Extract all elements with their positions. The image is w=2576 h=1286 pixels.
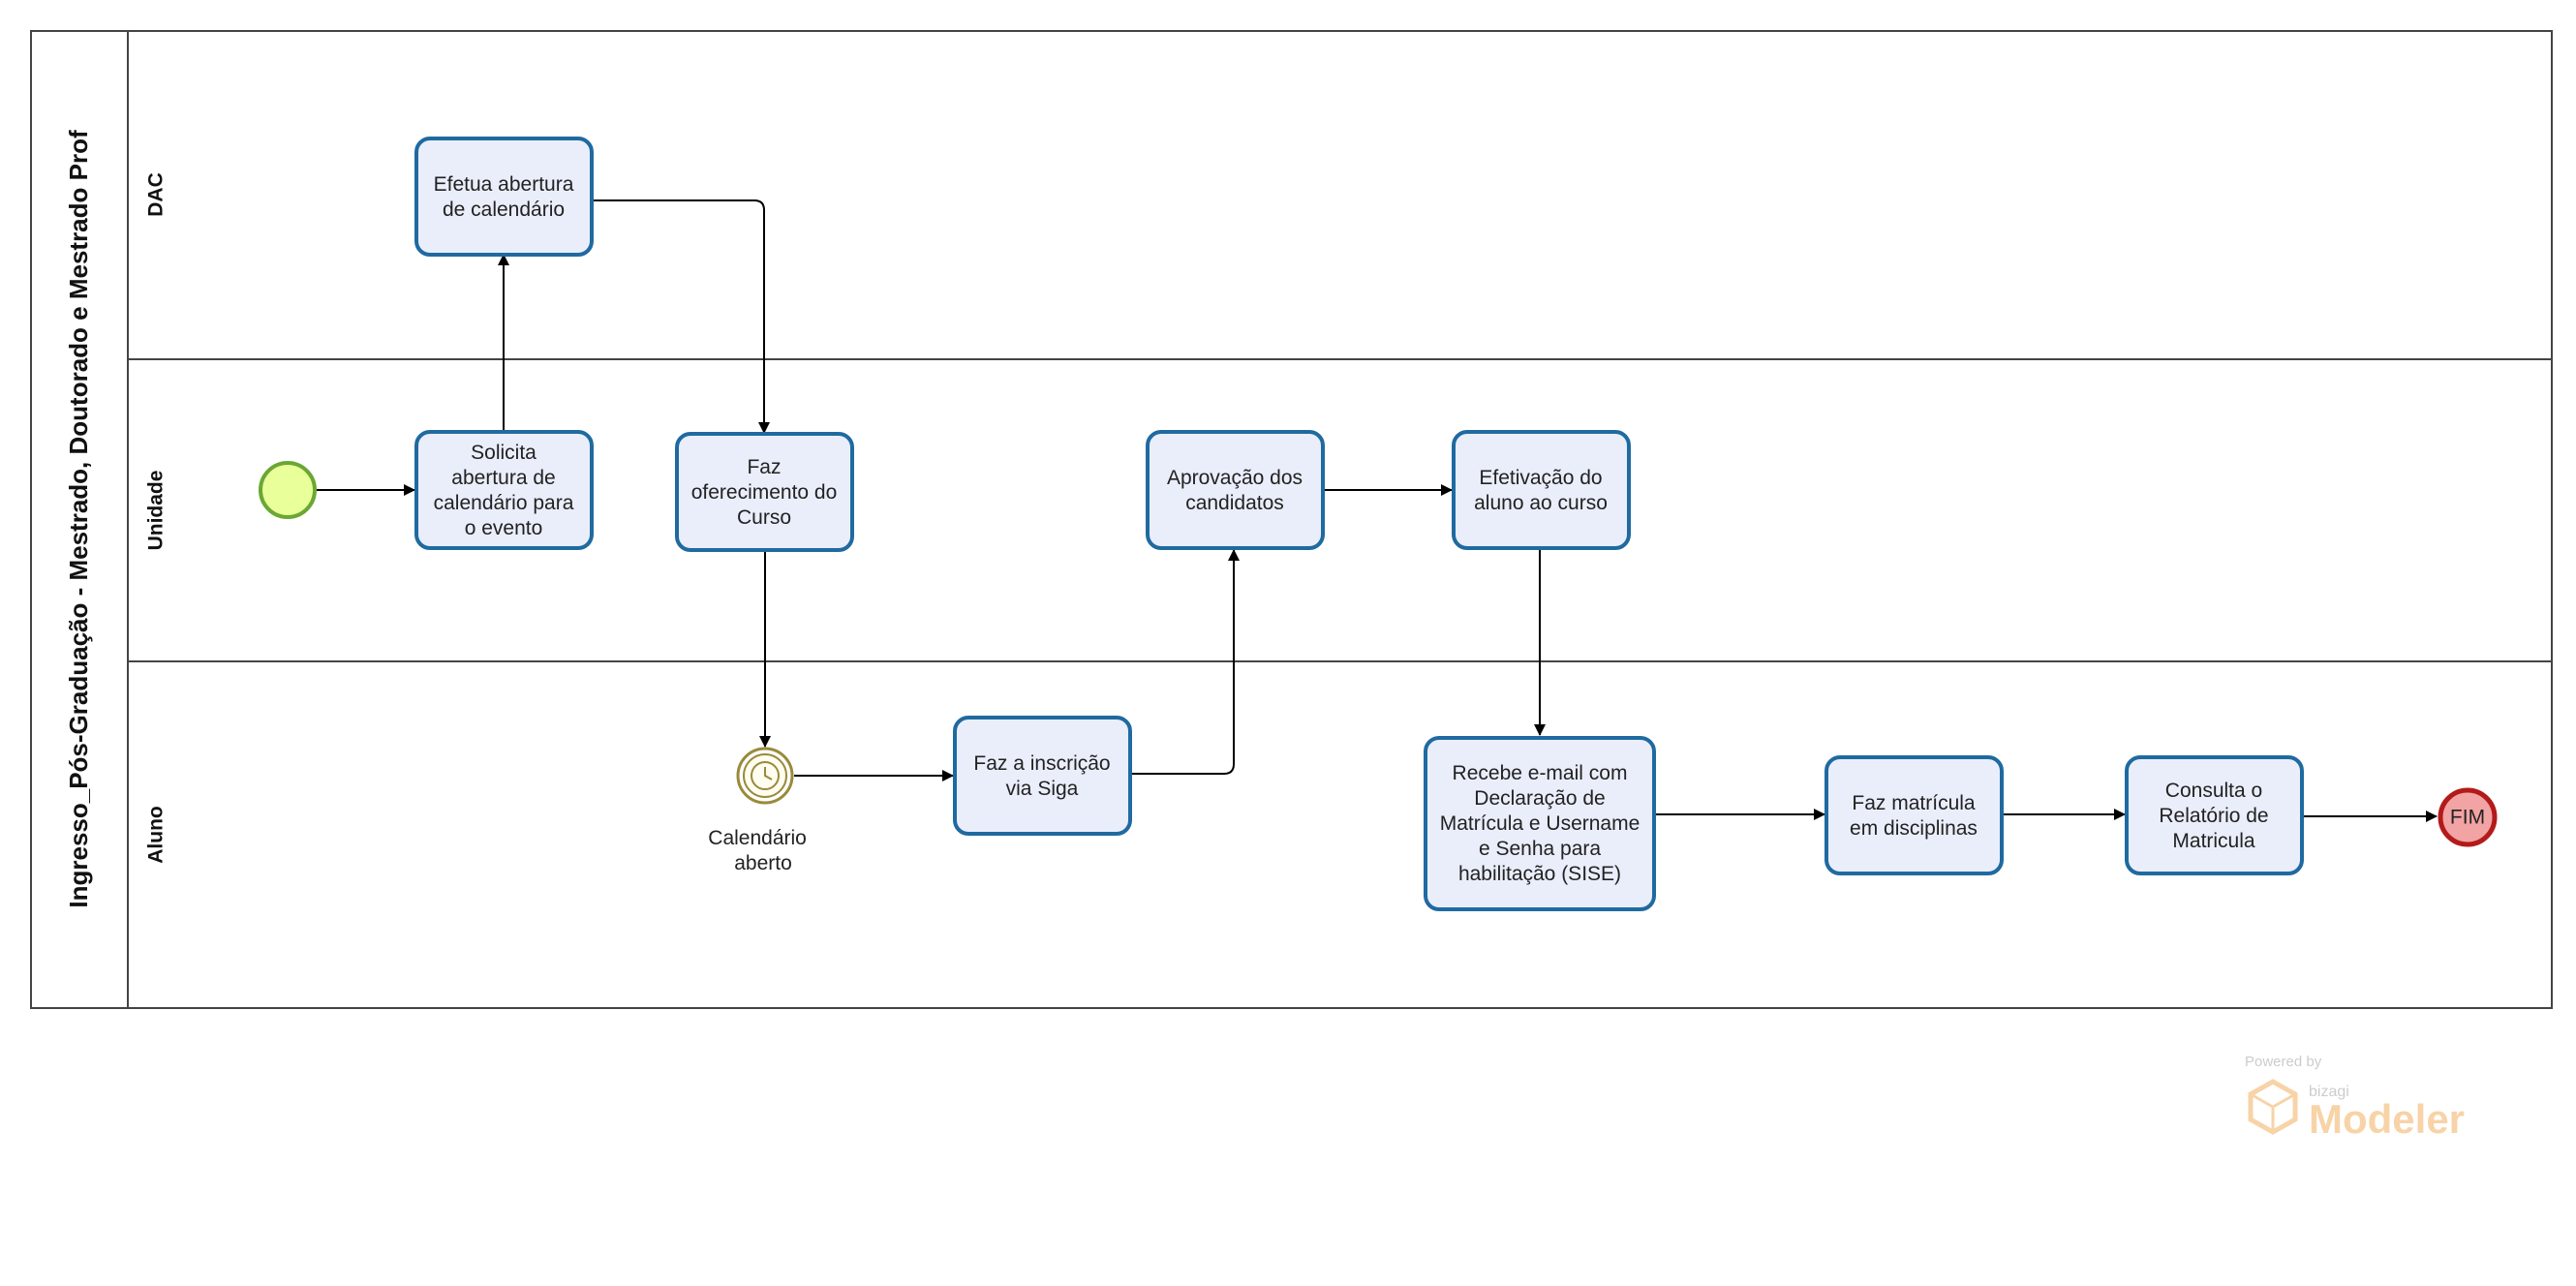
task-label: Aprovação dos candidatos [1167,467,1303,514]
start-event[interactable] [259,461,317,519]
watermark: Powered by bizagi Modeler [2245,1054,2465,1142]
task-box [1452,430,1631,550]
task-label-line: de calendário [443,199,565,221]
start-event-circle [259,461,317,519]
task-box [953,716,1132,836]
timer-label-line-1: Calendário [708,827,807,849]
task-label-line: Efetua abertura [434,173,574,196]
task-box [2125,755,2304,875]
timer-label-line-2: aberto [734,852,792,874]
task-label: Faz a inscrição via Siga [973,752,1110,800]
task-label-line: Relatório de [2159,805,2268,827]
task-solicita-abertura[interactable]: Solicita abertura de calendário para o even… [414,430,594,550]
end-event[interactable]: FIM [2438,787,2498,847]
bizagi-logo-icon [2248,1079,2298,1135]
task-label-line: Solicita [471,442,537,464]
task-label-line: abertura de [451,467,555,489]
task-label-line: aluno ao curso [1474,492,1608,514]
task-label: Solicita abertura de calendário para o even… [434,442,574,539]
task-faz-inscricao[interactable]: Faz a inscrição via Siga [953,716,1132,836]
task-label-line: Curso [737,506,791,529]
task-label-line: Faz matrícula [1852,792,1976,814]
watermark-powered-by: Powered by [2245,1054,2322,1070]
task-label-line: o evento [465,517,543,539]
task-box [414,137,594,257]
task-label: Faz matrícula em disciplinas [1850,792,1978,840]
task-label-line: Matricula [2172,830,2255,852]
task-label: Efetua abertura de calendário [434,173,574,221]
task-label-line: Aprovação dos [1167,467,1303,489]
task-label-line: via Siga [1006,778,1079,800]
flow-efetua-to-oferecimento [592,199,770,434]
task-label-line: habilitação (SISE) [1458,863,1621,885]
task-aprovacao-candidatos[interactable]: Aprovação dos candidatos [1146,430,1325,550]
task-label-line: Declaração de [1474,787,1605,810]
task-label: Efetivação do aluno ao curso [1474,467,1608,514]
task-efetua-abertura[interactable]: Efetua abertura de calendário [414,137,594,257]
task-box [1146,430,1325,550]
task-label-line: Faz a inscrição [973,752,1110,775]
task-box [675,432,854,552]
lane-label-unidade: Unidade [145,471,168,551]
watermark-product: Modeler [2309,1096,2465,1142]
task-faz-matricula[interactable]: Faz matrícula em disciplinas [1825,755,2004,875]
pool: Ingresso_Pós-Graduação - Mestrado, Douto… [30,30,2553,1009]
task-label-line: em disciplinas [1850,817,1978,840]
pool-title: Ingresso_Pós-Graduação - Mestrado, Douto… [64,130,93,908]
end-event-label: FIM [2450,807,2485,829]
task-box [1424,736,1656,911]
task-box [414,430,594,550]
lane-label-aluno: Aluno [145,806,168,863]
sequence-flows [317,199,2438,822]
flow-inscricao-to-aprovacao [1130,549,1240,775]
pool-border [30,30,2553,1009]
task-label-line: Efetivação do [1479,467,1602,489]
clock-icon [751,761,780,790]
timer-event-label: Calendário aberto [708,827,812,874]
task-label-line: oferecimento do [691,481,838,504]
watermark-brand: bizagi [2309,1084,2349,1100]
end-event-circle [2438,787,2498,847]
lane-labels: DAC Unidade Aluno [145,172,168,863]
task-label: Consulta o Relatório de Matricula [2159,780,2268,852]
task-label-line: e Senha para [1479,838,1601,860]
task-label-line: Faz [747,456,781,478]
task-label-line: calendário para [434,492,574,514]
task-label-line: Matrícula e Username [1440,812,1641,835]
task-label-line: candidatos [1185,492,1284,514]
task-box [1825,755,2004,875]
lane-label-dac: DAC [145,172,168,217]
task-consulta-relatorio[interactable]: Consulta o Relatório de Matricula [2125,755,2304,875]
task-label-line: Consulta o [2165,780,2262,802]
task-efetivacao-aluno[interactable]: Efetivação do aluno ao curso [1452,430,1631,550]
timer-event[interactable]: Calendário aberto [708,747,812,874]
task-label-line: Recebe e-mail com [1453,762,1628,784]
